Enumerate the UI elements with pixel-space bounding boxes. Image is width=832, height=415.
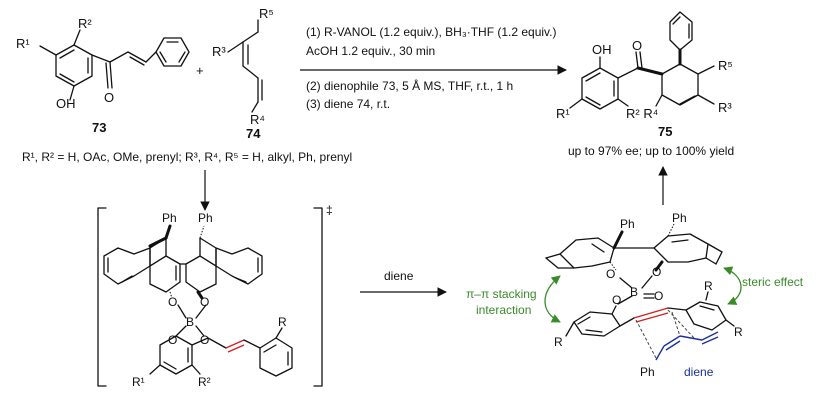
- r1-label: R¹: [16, 36, 30, 51]
- product-r5-label: R⁵: [718, 58, 733, 73]
- model-o1: O: [606, 267, 615, 281]
- model-r-top: R: [704, 279, 713, 293]
- complex-o4: O: [200, 333, 209, 347]
- condition-step3: (3) diene 74, r.t.: [306, 97, 390, 111]
- r2-label: R²: [78, 16, 92, 31]
- condition-step1: (1) R-VANOL (1.2 equiv.), BH₃·THF (1.2 e…: [306, 25, 557, 39]
- complex-o2: O: [200, 295, 209, 309]
- complex-o3: O: [168, 333, 177, 347]
- complex-structure: [103, 224, 293, 377]
- steric-label: steric effect: [742, 275, 804, 289]
- condition-step1b: AcOH 1.2 equiv., 30 min: [306, 44, 435, 58]
- product-oh-label: OH: [592, 42, 612, 57]
- model-o2: O: [652, 265, 661, 279]
- complex-r: R: [278, 315, 287, 329]
- dagger-symbol: ‡: [326, 203, 333, 217]
- reactant-74-structure: [227, 19, 263, 113]
- compound-74-number: 74: [246, 126, 261, 141]
- stacking-label-1: π–π stacking: [466, 287, 537, 301]
- model-ph2: Ph: [672, 211, 687, 225]
- complex-r2: R²: [198, 375, 211, 389]
- complex-o1: O: [168, 295, 177, 309]
- oh-label: OH: [56, 96, 76, 111]
- model-structure: [545, 223, 735, 361]
- model-diene-label: diene: [684, 365, 714, 379]
- carbonyl-o-label: O: [104, 90, 114, 105]
- product-r2r4-label: R² R⁴: [626, 106, 658, 121]
- model-r-left: R: [554, 335, 563, 349]
- diene-arrow-label: diene: [384, 269, 414, 283]
- model-r-right: R: [734, 325, 743, 339]
- plus-sign: +: [196, 63, 204, 78]
- product-r3-label: R³: [718, 100, 732, 115]
- product-75-structure: [569, 11, 715, 110]
- model-b: B: [630, 285, 638, 299]
- complex-ph1: Ph: [162, 211, 177, 225]
- complex-bracket: [97, 207, 323, 387]
- model-o4: O: [654, 289, 663, 303]
- condition-step2: (2) dienophile 73, 5 Å MS, THF, r.t., 1 …: [306, 78, 513, 93]
- r4-label: R⁴: [250, 112, 265, 127]
- complex-b: B: [186, 315, 194, 329]
- substituent-definitions: R¹, R² = H, OAc, OMe, prenyl; R³, R⁴, R⁵…: [22, 150, 352, 164]
- compound-73-number: 73: [92, 120, 106, 135]
- model-o3: O: [612, 293, 621, 307]
- product-yield: up to 97% ee; up to 100% yield: [568, 144, 734, 158]
- complex-ph2: Ph: [198, 211, 213, 225]
- r3-label: R³: [212, 44, 226, 59]
- model-ph-bottom: Ph: [640, 365, 655, 379]
- reactant-73-structure: [39, 29, 190, 101]
- steric-arrow: [723, 266, 742, 305]
- stacking-arrow: [544, 275, 561, 323]
- product-r1-label: R¹: [556, 106, 570, 121]
- model-ph1: Ph: [620, 217, 635, 231]
- product-o-label: O: [632, 38, 642, 53]
- r5-label: R⁵: [259, 6, 274, 21]
- compound-75-number: 75: [658, 124, 672, 139]
- complex-r1: R¹: [132, 375, 145, 389]
- stacking-label-2: interaction: [476, 303, 531, 317]
